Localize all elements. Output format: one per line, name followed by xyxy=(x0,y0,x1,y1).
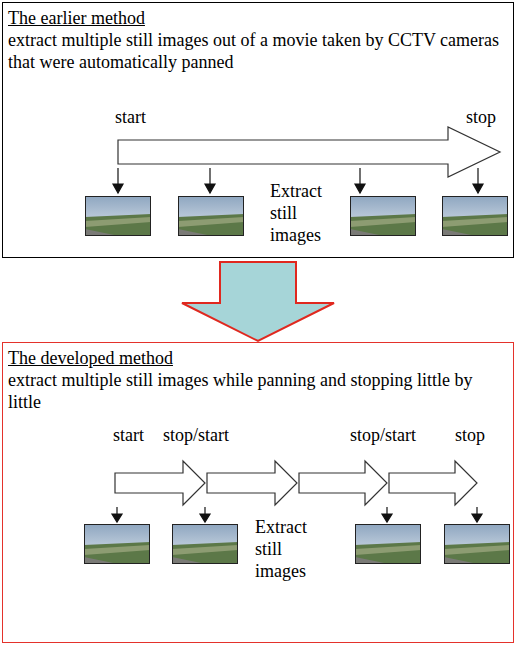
box-heading: The earlier method xyxy=(8,7,508,29)
pan-step-arrows xyxy=(115,461,477,505)
pan-label: stop/start xyxy=(350,424,416,446)
pan-arrow xyxy=(118,127,500,177)
box-heading: The developed method xyxy=(8,347,508,369)
method-box: The developed methodextract multiple sti… xyxy=(2,342,514,643)
step-note: Extract still images xyxy=(255,516,325,582)
pan-label: stop xyxy=(466,106,496,128)
transition-arrow xyxy=(182,262,334,341)
step-note: Extract still images xyxy=(270,180,340,246)
pan-label: stop/start xyxy=(163,424,229,446)
box-description: extract multiple still images out of a m… xyxy=(8,29,508,73)
method-box: The earlier methodextract multiple still… xyxy=(2,2,514,258)
box-description: extract multiple still images while pann… xyxy=(8,369,508,413)
pan-label: start xyxy=(113,424,144,446)
pan-label: stop xyxy=(455,424,485,446)
pan-label: start xyxy=(115,106,146,128)
